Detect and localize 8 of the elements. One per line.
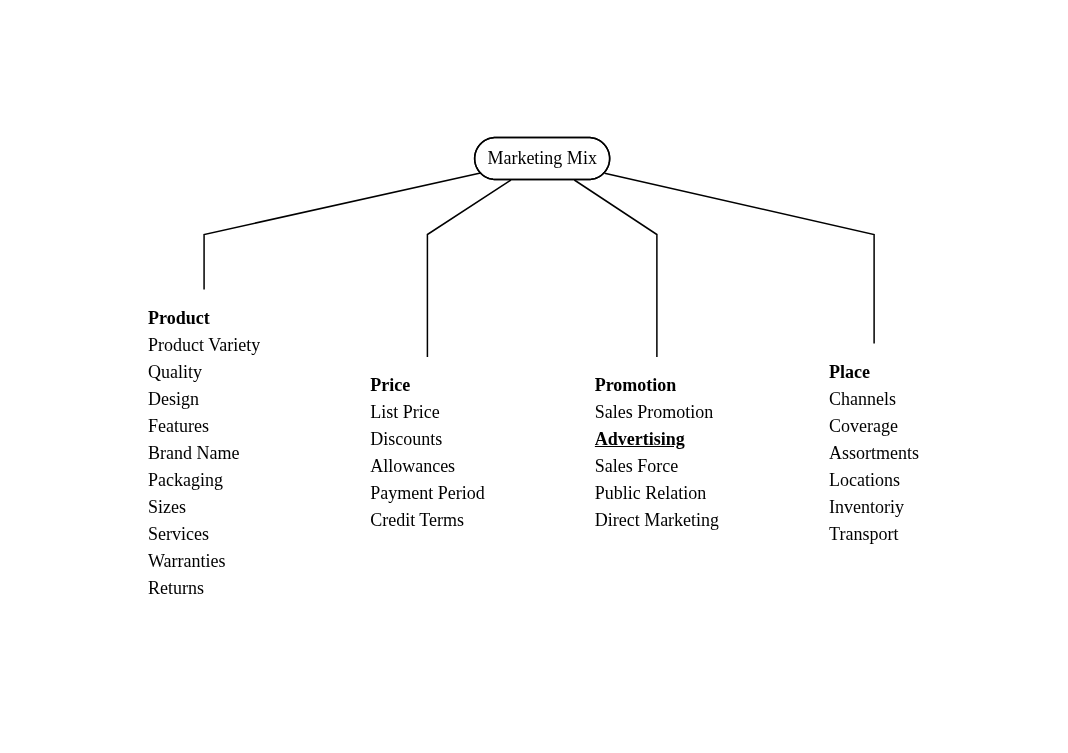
node-text: Promotion Sales Promotion Advertising Sales Force Public Relation Direct Marketing	[595, 374, 720, 530]
node-text: Place Channels Coverage Assortments Locations Inventoriy Transport	[829, 361, 920, 543]
connector	[574, 178, 659, 358]
connector	[604, 171, 876, 344]
node-text: Price List Price Discounts Allowances Payment Period Credit Terms	[370, 374, 486, 530]
connector	[203, 171, 482, 290]
node-text: Product Product Variety Quality Design Features Brand Name Packaging Sizes Services Warranties Returns	[148, 307, 261, 597]
connector	[427, 178, 513, 358]
